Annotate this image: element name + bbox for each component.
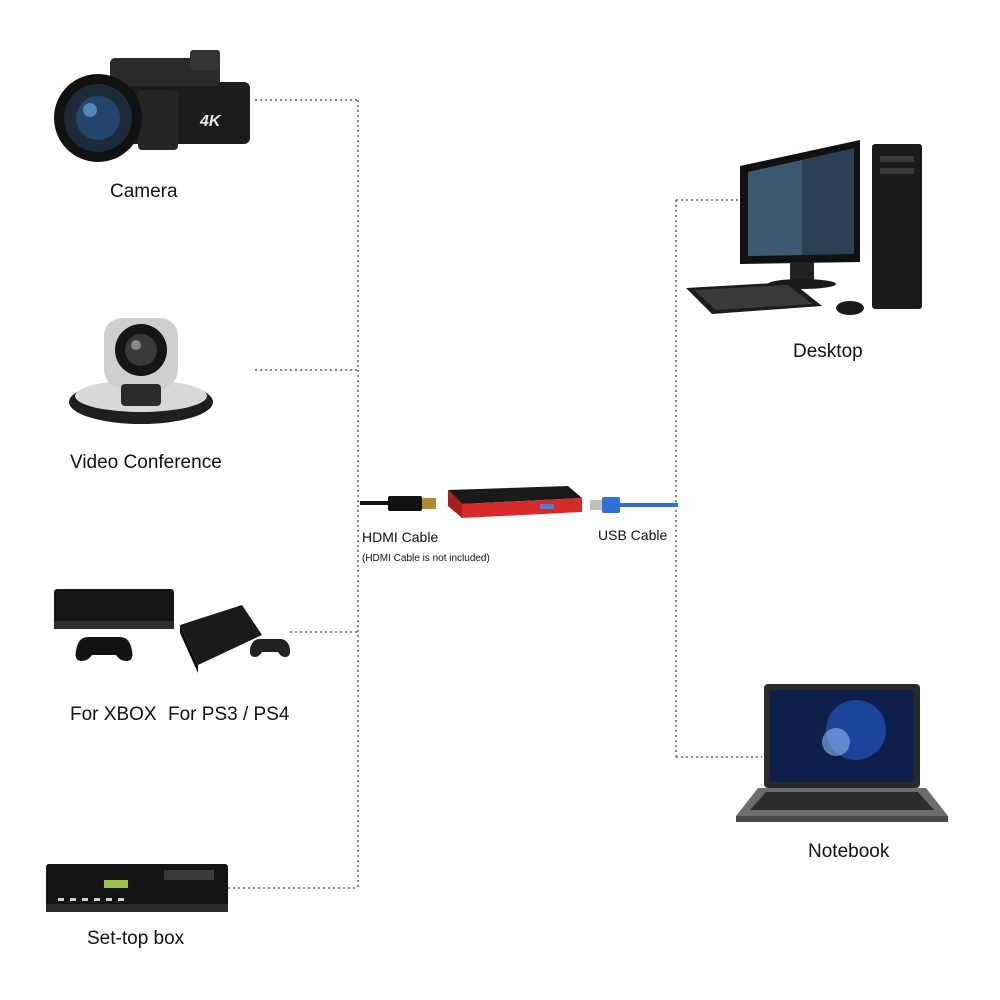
capture-device-icon — [448, 486, 582, 504]
usb-cable-icon — [590, 500, 602, 510]
video-conference-label: Video Conference — [70, 452, 222, 473]
hdmi-cable-label: HDMI Cable — [362, 529, 439, 545]
settop-label: Set-top box — [87, 928, 185, 949]
capture-device-assembly — [360, 486, 678, 518]
xbox-label: For XBOX — [70, 704, 157, 725]
camera-4k-badge: 4K — [199, 113, 222, 130]
camera-icon: 4K — [54, 50, 250, 162]
video-conference-camera-icon — [69, 318, 213, 424]
desktop-computer-icon — [686, 140, 922, 315]
game-consoles-icon — [54, 589, 291, 673]
hdmi-note-label: (HDMI Cable is not included) — [362, 553, 490, 564]
notebook-computer-icon — [736, 684, 948, 822]
desktop-label: Desktop — [793, 341, 863, 362]
ps-label: For PS3 / PS4 — [168, 704, 290, 725]
usb-cable-label: USB Cable — [598, 527, 668, 543]
camera-label: Camera — [110, 181, 178, 202]
notebook-label: Notebook — [808, 841, 890, 862]
settop-box-icon — [46, 864, 228, 912]
